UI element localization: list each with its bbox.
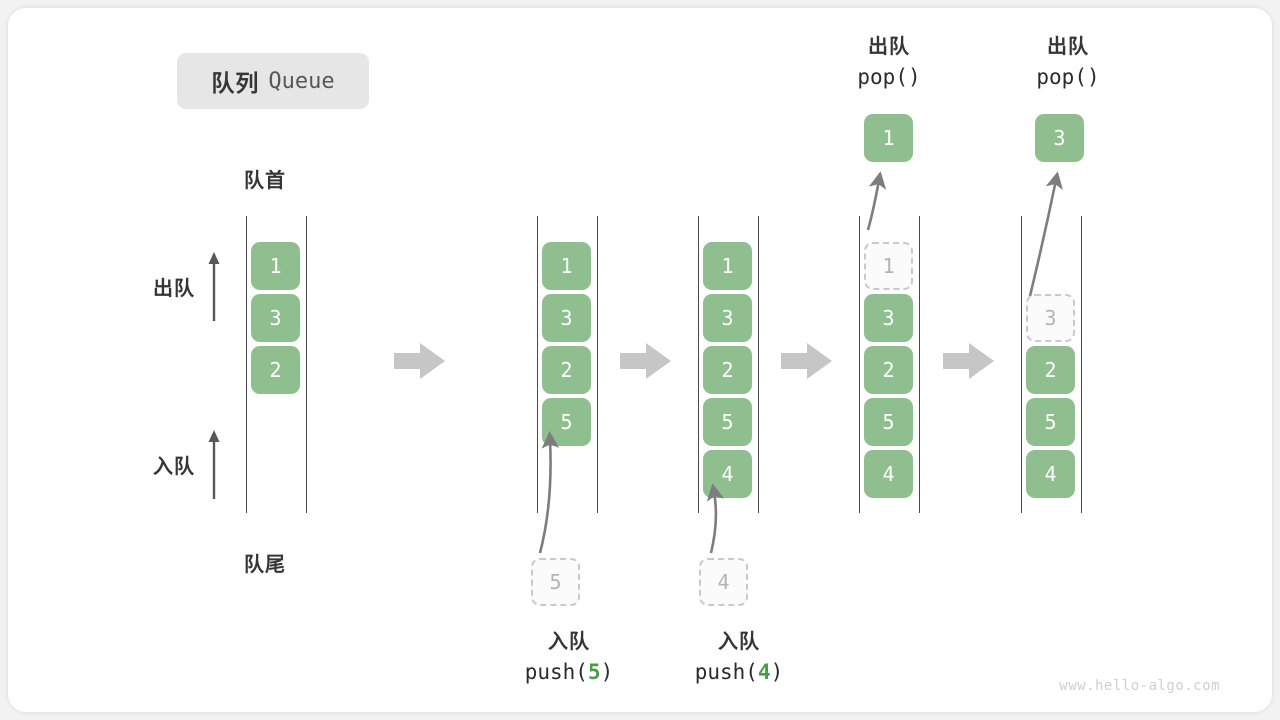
- queue-rail-left: [859, 216, 860, 513]
- push-4-code-suffix: ): [770, 660, 784, 684]
- queue-rail-left: [246, 216, 247, 513]
- enqueue-direction-label: 入队: [153, 429, 221, 499]
- queue-slots-pop-1: 1 3 2 5 4: [864, 242, 913, 498]
- queue-cell: 2: [864, 346, 913, 394]
- queue-cell: 5: [703, 398, 752, 446]
- push-5-code-suffix: ): [600, 660, 614, 684]
- queue-rail-right: [306, 216, 307, 513]
- title-english: Queue: [268, 68, 335, 94]
- diagram-card: 队列 Queue 队首 队尾 出队 入队 1 3 2: [8, 8, 1272, 712]
- queue-slots-after-push-4: 1 3 2 5 4: [703, 242, 752, 498]
- queue-rail-left: [537, 216, 538, 513]
- queue-cell: 1: [251, 242, 300, 290]
- push-5-code: push(5): [525, 657, 614, 687]
- queue-rail-right: [1081, 216, 1082, 513]
- queue-cell-removed: 1: [864, 242, 913, 290]
- push-5-label-cn: 入队: [548, 631, 590, 653]
- popped-cell-1: 1: [864, 114, 913, 162]
- pop-3-code: pop(): [1036, 65, 1100, 89]
- step-arrow-2: [620, 343, 671, 379]
- step-arrow-4: [943, 343, 994, 379]
- enqueue-label-text: 入队: [153, 455, 195, 478]
- queue-slots-after-push-5: 1 3 2 5: [542, 242, 591, 446]
- queue-cell: 5: [1026, 398, 1075, 446]
- push-4-code: push(4): [695, 657, 784, 687]
- push-5-code-value: 5: [587, 660, 601, 684]
- pending-push-cell-5: 5: [531, 558, 580, 606]
- queue-slots-pop-3: 3 2 5 4: [1026, 242, 1075, 498]
- push-5-flow-arrow: [538, 431, 560, 554]
- queue-cell: 2: [542, 346, 591, 394]
- pop-1-code: pop(): [857, 65, 921, 89]
- queue-cell-vacant: [1026, 242, 1075, 290]
- queue-head-label: 队首: [244, 170, 286, 192]
- popped-cell-3: 3: [1035, 114, 1084, 162]
- diagram-title-badge: 队列 Queue: [177, 53, 369, 109]
- dequeue-arrow-icon: [208, 252, 220, 321]
- queue-rail-right: [758, 216, 759, 513]
- pop-1-flow-arrow: [866, 171, 887, 231]
- step-arrow-1: [394, 343, 445, 379]
- queue-cell: 2: [1026, 346, 1075, 394]
- push-5-caption: 入队 push(5): [525, 628, 614, 687]
- dequeue-direction-label: 出队: [153, 251, 221, 321]
- push-4-flow-arrow: [706, 483, 725, 554]
- queue-cell: 4: [703, 450, 752, 498]
- queue-rail-right: [919, 216, 920, 513]
- queue-slots-initial: 1 3 2: [251, 242, 300, 394]
- queue-cell: 4: [864, 450, 913, 498]
- queue-cell: 5: [864, 398, 913, 446]
- pop-3-label-cn: 出队: [1047, 36, 1089, 58]
- pending-push-cell-4: 4: [699, 558, 748, 606]
- queue-rail-right: [597, 216, 598, 513]
- site-watermark: www.hello-algo.com: [1059, 678, 1220, 694]
- queue-tail-label: 队尾: [244, 554, 286, 576]
- pop-1-label-cn: 出队: [868, 36, 910, 58]
- step-arrow-3: [781, 343, 832, 379]
- queue-cell: 3: [542, 294, 591, 342]
- queue-cell: 1: [542, 242, 591, 290]
- push-5-code-prefix: push(: [524, 660, 588, 684]
- queue-cell: 2: [251, 346, 300, 394]
- enqueue-arrow-icon: [208, 430, 220, 499]
- push-4-caption: 入队 push(4): [695, 628, 784, 687]
- queue-cell: 4: [1026, 450, 1075, 498]
- connectors-overlay: [394, 171, 1063, 554]
- pop-1-caption: 出队 pop(): [857, 33, 920, 92]
- queue-cell: 1: [703, 242, 752, 290]
- queue-cell: 3: [703, 294, 752, 342]
- title-chinese: 队列: [211, 70, 260, 96]
- queue-rail-left: [698, 216, 699, 513]
- queue-cell: 5: [542, 398, 591, 446]
- push-4-code-prefix: push(: [694, 660, 758, 684]
- queue-cell: 3: [864, 294, 913, 342]
- queue-cell: 3: [251, 294, 300, 342]
- push-4-code-value: 4: [757, 660, 771, 684]
- push-4-label-cn: 入队: [718, 631, 760, 653]
- dequeue-label-text: 出队: [153, 277, 195, 300]
- pop-3-caption: 出队 pop(): [1036, 33, 1099, 92]
- queue-rail-left: [1021, 216, 1022, 513]
- queue-cell-removed: 3: [1026, 294, 1075, 342]
- queue-cell: 2: [703, 346, 752, 394]
